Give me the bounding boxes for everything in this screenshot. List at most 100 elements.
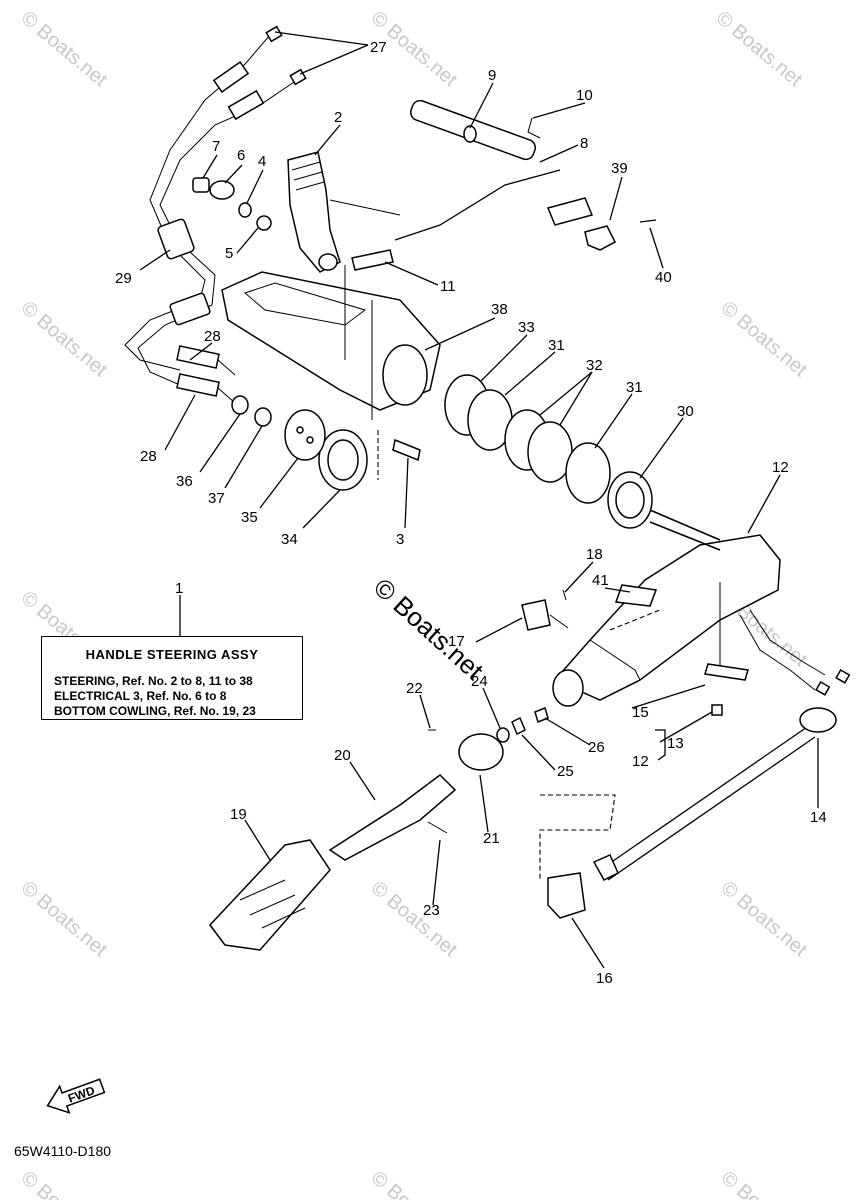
throttle-shaft xyxy=(599,724,811,871)
callout-37: 37 xyxy=(208,490,225,507)
housing-edge xyxy=(589,639,641,681)
lever-grip-ribs xyxy=(291,161,325,191)
callout-16: 16 xyxy=(596,970,613,987)
callout-39: 39 xyxy=(611,160,628,177)
pin xyxy=(562,589,567,601)
note-line-electrical: ELECTRICAL 3, Ref. No. 6 to 8 xyxy=(54,689,227,703)
callout-12-lower: 12 xyxy=(632,753,649,770)
callout-35: 35 xyxy=(241,509,258,526)
callout-18: 18 xyxy=(586,546,603,563)
assembly-line xyxy=(609,609,661,631)
washer xyxy=(254,407,272,427)
callout-21: 21 xyxy=(483,830,500,847)
callout-24: 24 xyxy=(471,673,488,690)
throttle-cable xyxy=(149,34,271,236)
ring-inner xyxy=(615,481,645,519)
cable-adjuster xyxy=(212,61,250,93)
watermark-text: © Boats.net xyxy=(17,877,112,961)
throttle-cable xyxy=(124,254,206,371)
callout-2: 2 xyxy=(334,109,342,126)
fwd-label: FWD xyxy=(66,1083,97,1106)
callout-1: 1 xyxy=(175,580,183,597)
callout-15: 15 xyxy=(632,704,649,721)
bracket-slot xyxy=(244,282,367,326)
cable-end-fitting xyxy=(815,681,831,696)
housing-end xyxy=(552,669,584,707)
throttle-lever xyxy=(287,151,341,273)
watermark-text: © Boats.net xyxy=(712,7,807,91)
cable-end-fitting xyxy=(265,25,283,43)
shaft-gear xyxy=(799,707,837,733)
note-title: HANDLE STEERING ASSY xyxy=(85,647,259,662)
callout-13: 13 xyxy=(667,735,684,752)
plate-15 xyxy=(704,663,749,681)
callout-5: 5 xyxy=(225,245,233,262)
callout-12-upper: 12 xyxy=(772,459,789,476)
bracket-bore xyxy=(382,344,428,406)
bushing-inner xyxy=(327,439,359,481)
callout-6: 6 xyxy=(237,147,245,164)
cable-adjuster xyxy=(227,89,265,121)
callout-27: 27 xyxy=(370,39,387,56)
watermark-text: © Boats.net xyxy=(367,1167,462,1200)
washer xyxy=(463,125,477,143)
callout-33: 33 xyxy=(518,319,535,336)
throttle-cable xyxy=(159,77,301,236)
note-line-steering: STEERING, Ref. No. 2 to 8, 11 to 38 xyxy=(54,674,253,688)
watermark-text: © Boats.net xyxy=(17,1167,112,1200)
throttle-shaft xyxy=(607,736,816,881)
washer xyxy=(238,202,252,218)
watermark-text: © Boats.net xyxy=(717,1167,812,1200)
nut xyxy=(231,395,249,415)
shaft-tip xyxy=(592,854,619,881)
collar xyxy=(209,180,235,200)
washer xyxy=(256,215,272,231)
link-joint xyxy=(584,225,616,251)
fwd-arrow: FWD xyxy=(46,1078,106,1114)
callout-31-lower: 31 xyxy=(626,379,643,396)
callout-41: 41 xyxy=(592,572,609,589)
leader-lines xyxy=(139,31,819,969)
plate-hole xyxy=(296,426,304,434)
callout-8: 8 xyxy=(580,135,588,152)
watermark-text: © Boats.net xyxy=(717,877,812,961)
plate-41 xyxy=(614,584,658,607)
knob-shaft xyxy=(549,614,569,629)
label-plate xyxy=(351,249,394,271)
assembly-line xyxy=(539,794,616,880)
spring xyxy=(511,716,526,736)
callout-19: 19 xyxy=(230,806,247,823)
callout-31-upper: 31 xyxy=(548,337,565,354)
watermark-text: © Boats.net xyxy=(717,297,812,381)
cable-rod xyxy=(217,359,236,404)
cable-end-fitting xyxy=(835,669,851,684)
callout-20: 20 xyxy=(334,747,351,764)
watermark-text: © Boats.net xyxy=(17,7,112,91)
cable-boot xyxy=(157,218,195,260)
screw xyxy=(427,821,448,834)
callout-labels: 27 9 10 2 8 7 6 4 39 5 40 29 11 38 28 33… xyxy=(115,39,827,987)
note-box: HANDLE STEERING ASSY STEERING, Ref. No. … xyxy=(41,636,303,720)
screw xyxy=(534,706,549,724)
callout-34-upper: 34 xyxy=(281,531,298,548)
clip xyxy=(527,117,541,139)
lever-boss xyxy=(318,253,338,271)
watermark-text-center: © Boats.net xyxy=(368,572,490,686)
callout-11: 11 xyxy=(440,278,456,295)
note-line-bottom-cowling: BOTTOM COWLING, Ref. No. 19, 23 xyxy=(54,704,256,718)
cable-loop xyxy=(749,609,826,676)
cable-loop xyxy=(739,614,816,691)
callout-30: 30 xyxy=(677,403,694,420)
callout-36: 36 xyxy=(176,473,193,490)
cable-fitting xyxy=(176,373,220,397)
knob xyxy=(521,599,551,631)
callout-25: 25 xyxy=(557,763,574,780)
cable-fitting xyxy=(176,345,220,369)
handle-shaft xyxy=(328,774,457,861)
cable-boot xyxy=(169,292,211,326)
callout-28-lower: 28 xyxy=(140,448,157,465)
callout-14: 14 xyxy=(810,809,827,826)
guide-line xyxy=(329,199,401,420)
bolt xyxy=(392,438,421,462)
